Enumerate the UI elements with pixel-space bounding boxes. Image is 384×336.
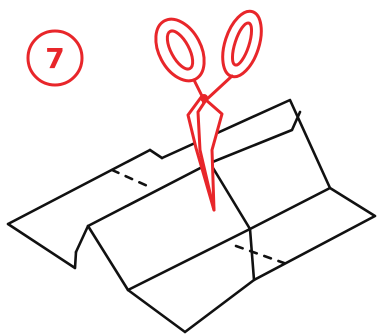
- cut-line: [112, 170, 284, 263]
- scissors-handle-left: [146, 11, 214, 89]
- step-badge: 7: [28, 31, 82, 85]
- front-flap: [128, 280, 254, 332]
- scissors-pivot: [200, 94, 208, 102]
- scissors-finger-hole-right: [229, 21, 256, 67]
- center-valley: [210, 163, 250, 229]
- step-number: 7: [45, 42, 64, 75]
- scissors-icon: [146, 6, 269, 210]
- right-flap: [250, 188, 375, 280]
- first-peak: [88, 163, 250, 290]
- scissors-shank: [194, 76, 232, 100]
- scissors-finger-hole-left: [162, 27, 198, 73]
- scissors-blade-right: [198, 100, 222, 210]
- left-flap: [8, 150, 150, 268]
- scissors-handle-right: [215, 6, 268, 81]
